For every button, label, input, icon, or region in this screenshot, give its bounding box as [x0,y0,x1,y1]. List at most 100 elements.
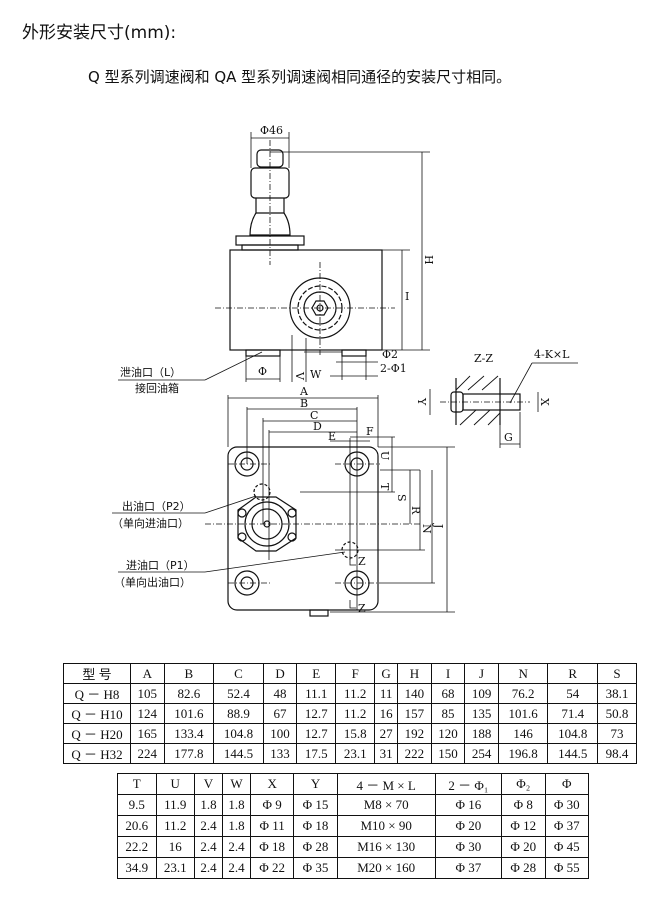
table-cell: Φ 35 [293,857,338,879]
table-cell: 133 [262,743,298,764]
table-cell: 2.4 [194,857,223,879]
section-subtitle: Q 型系列调速阀和 QA 型系列调速阀相同通径的安装尺寸相同。 [88,68,512,86]
table-cell: 23.1 [335,743,376,764]
table-cell: 76.2 [497,683,549,704]
dim-U: U [378,451,391,460]
dim-B: B [300,397,308,410]
table-cell: M20 × 160 [336,857,436,879]
table-cell: Φ 37 [544,815,589,837]
table-cell: 48 [262,683,298,704]
table-cell: 17.5 [296,743,337,764]
table-cell: 104.8 [213,723,264,744]
table-cell: 67 [262,703,298,724]
table-cell: Φ 37 [434,857,503,879]
dim-T: T [378,483,391,491]
table-cell: 22.2 [117,836,157,858]
table-cell: 1.8 [194,794,223,816]
dim-I: I [405,290,409,303]
dim-phi2: Φ2 [382,348,398,361]
table-cell: 188 [464,723,499,744]
table-cell: 16 [374,703,399,724]
column-header: T [117,773,157,795]
section-label: Z-Z [474,352,493,365]
column-header: J [464,663,499,684]
table-cell: Φ 20 [434,815,503,837]
dim-G: G [504,431,513,444]
table-cell: Φ 9 [249,794,295,816]
table-cell: 144.5 [213,743,264,764]
section-z-z [429,362,578,448]
column-header: I [430,663,466,684]
table-cell: 1.8 [221,815,251,837]
dim-C: C [310,409,318,422]
table-cell: 1.8 [221,794,251,816]
table-cell: 11 [374,683,399,704]
dim-2-phi1: 2-Φ1 [380,362,407,375]
table-cell: 144.5 [547,743,598,764]
table-cell: Φ 30 [434,836,503,858]
table-cell: 9.5 [117,794,157,816]
column-header: V [194,773,223,795]
table-cell: Φ 22 [249,857,295,879]
table-cell: 38.1 [597,683,637,704]
column-header: B [163,663,215,684]
section-mark-z-bottom: Z [358,602,366,615]
table-cell: 54 [547,683,598,704]
dim-V: V [293,371,306,381]
table-cell: 71.4 [547,703,598,724]
section-mark-z-top: Z [358,555,366,568]
table-cell: 124 [130,703,165,724]
table-cell: Φ 11 [249,815,295,837]
inlet-note: （单向出油口） [114,575,191,589]
table-cell: 2.4 [221,836,251,858]
table-cell: 177.8 [163,743,215,764]
dim-D: D [313,420,322,433]
table-cell: 146 [497,723,549,744]
table-cell: 196.8 [497,743,549,764]
table-cell: 12.7 [296,703,337,724]
table-cell: Q － H32 [63,743,131,764]
table-cell: Φ 12 [501,815,546,837]
column-header: R [547,663,598,684]
table-cell: 100 [262,723,298,744]
table-cell: 11.1 [296,683,337,704]
table-cell: Φ 16 [434,794,503,816]
dim-Y: Y [415,397,428,406]
table-cell: M16 × 130 [336,836,436,858]
table-cell: 82.6 [163,683,215,704]
dim-X: X [538,398,551,406]
table-cell: Φ 15 [293,794,338,816]
table-cell: Φ 18 [293,815,338,837]
column-header: U [155,773,195,795]
table-cell: 224 [130,743,165,764]
table-cell: 20.6 [117,815,157,837]
dim-J: J [432,523,445,528]
top-view [118,132,430,382]
table-cell: 11.2 [335,683,376,704]
table-cell: 85 [430,703,466,724]
table-cell: 98.4 [597,743,637,764]
table-cell: 27 [374,723,399,744]
table-cell: 109 [464,683,499,704]
table-cell: 101.6 [163,703,215,724]
table-cell: Φ 55 [544,857,589,879]
table-cell: 50.8 [597,703,637,724]
column-header: X [249,773,295,795]
table-cell: Φ 8 [501,794,546,816]
table-cell: 192 [397,723,432,744]
table-cell: 68 [430,683,466,704]
table-cell: Φ 20 [501,836,546,858]
table-cell: 135 [464,703,499,724]
section-heading: 外形安装尺寸(mm): [22,23,177,43]
column-header: Φ₂ [501,773,546,795]
dim-N: N [420,524,433,534]
table-cell: 11.2 [155,815,195,837]
